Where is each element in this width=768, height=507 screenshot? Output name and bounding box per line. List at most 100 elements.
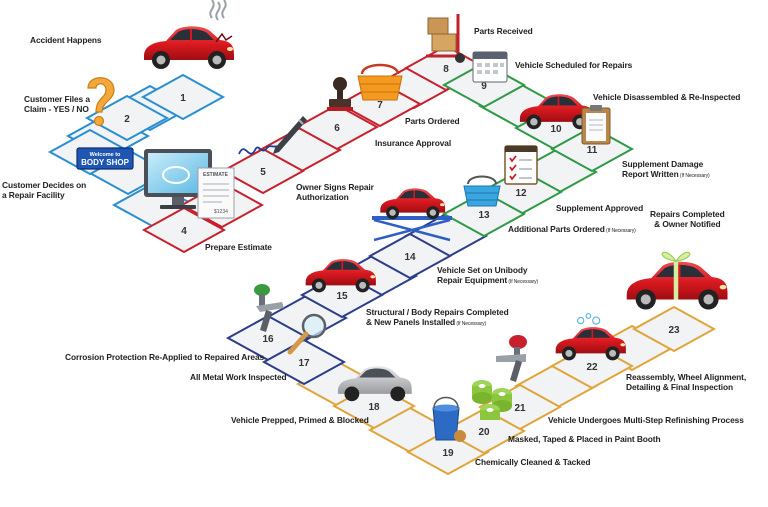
step-label-text: Customer Files a Claim - YES / NO (24, 94, 90, 114)
step-label-12: Supplement Approved (556, 203, 644, 214)
step-label-text: Reassembly, Wheel Alignment, Detailing &… (626, 372, 747, 392)
step-number: 23 (668, 325, 680, 336)
step-label-text: Parts Ordered (405, 116, 460, 126)
shopping-basket-icon (463, 175, 501, 207)
step-label-11: Supplement Damage Report Written (If Nec… (622, 159, 710, 181)
step-tile-4: 4 (141, 206, 227, 254)
step-label-5: Owner Signs Repair Authorization (296, 182, 374, 202)
step-tile-2: 2 (84, 94, 170, 142)
step-tile-14: 14 (367, 232, 453, 280)
step-label-17: All Metal Work Inspected (190, 372, 287, 383)
step-label-7: Parts Ordered (405, 116, 460, 127)
step-label-10: Vehicle Disassembled & Re-Inspected (593, 92, 741, 103)
step-label-text: Parts Received (474, 26, 533, 36)
step-number: 16 (262, 334, 274, 345)
step-tile-1: 1 (140, 73, 226, 121)
step-label-text: Owner Signs Repair Authorization (296, 182, 374, 202)
step-label-22: Reassembly, Wheel Alignment, Detailing &… (626, 372, 747, 392)
step-label-text: Repairs Completed & Owner Notified (650, 209, 725, 229)
step-label-4: Prepare Estimate (205, 242, 272, 253)
step-tile-23: 23 (631, 305, 717, 353)
step-label-text: Vehicle Set on Unibody Repair Equipment (437, 265, 528, 285)
checklist-icon (504, 145, 538, 185)
step-label-note: (If Necessary) (678, 172, 710, 179)
step-number: 10 (550, 124, 562, 135)
masking-tape-icon (472, 380, 512, 420)
step-label-text: Insurance Approval (375, 138, 452, 148)
board-illustrations: Welcome to BODY SHOP ESTIMATE $1234 (76, 0, 728, 442)
estimate-title: ESTIMATE (203, 172, 229, 178)
step-number: 8 (443, 64, 449, 75)
sign-welcome-text: Welcome to (90, 152, 121, 158)
step-label-15: Structural / Body Repairs Completed & Ne… (366, 307, 509, 329)
step-label-text: Additional Parts Ordered (508, 224, 605, 234)
step-label-text: Corrosion Protection Re-Applied to Repai… (65, 352, 265, 362)
body-shop-sign-icon: Welcome to BODY SHOP (76, 147, 134, 170)
step-label-18: Vehicle Prepped, Primed & Blocked (231, 415, 369, 426)
step-number: 22 (586, 362, 598, 373)
board-path: 1234567891011121314151617181920212223 (47, 44, 717, 476)
step-label-19: Chemically Cleaned & Tacked (475, 457, 591, 468)
step-number: 17 (298, 358, 310, 369)
step-label-9: Vehicle Scheduled for Repairs (515, 60, 633, 71)
step-number: 6 (334, 123, 340, 134)
spray-gun-icon (496, 335, 527, 382)
step-label-14: Vehicle Set on Unibody Repair Equipment … (437, 265, 539, 287)
rubber-stamp-icon (327, 77, 353, 111)
step-number: 7 (377, 100, 383, 111)
step-label-text: Prepare Estimate (205, 242, 272, 252)
step-label-20: Masked, Taped & Placed in Paint Booth (508, 434, 661, 445)
step-tile-6: 6 (294, 103, 380, 151)
step-label-1: Accident Happens (30, 35, 102, 46)
paint-bucket-icon (432, 396, 466, 442)
step-number: 13 (478, 210, 490, 221)
question-mark-icon (87, 77, 115, 127)
step-number: 5 (260, 167, 266, 178)
step-number: 20 (478, 427, 490, 438)
step-tile-5: 5 (220, 147, 306, 195)
step-number: 2 (124, 114, 130, 125)
shopping-basket-icon (357, 63, 403, 101)
step-label-16: Corrosion Protection Re-Applied to Repai… (65, 352, 265, 363)
step-number: 11 (587, 145, 598, 156)
calendar-icon (472, 51, 508, 83)
step-label-text: Vehicle Disassembled & Re-Inspected (593, 92, 741, 102)
step-label-note: (If Necessary) (604, 228, 636, 234)
step-number: 9 (481, 81, 487, 92)
step-label-text: Vehicle Prepped, Primed & Blocked (231, 415, 369, 425)
step-label-note: (If Necessary) (455, 320, 487, 327)
magnifier-icon (287, 313, 327, 355)
gift-bow-car-icon (626, 251, 728, 310)
step-label-text: Supplement Approved (556, 203, 644, 213)
step-label-23: Repairs Completed & Owner Notified (650, 209, 725, 229)
step-label-text: Vehicle Scheduled for Repairs (515, 60, 633, 70)
step-label-note: (If Necessary) (507, 278, 539, 285)
step-label-6: Insurance Approval (375, 138, 452, 149)
step-label-8: Parts Received (474, 26, 533, 37)
step-label-21: Vehicle Undergoes Multi-Step Refinishing… (548, 415, 744, 426)
car-lift-icon (372, 188, 452, 242)
step-number: 12 (515, 188, 527, 199)
step-label-text: Chemically Cleaned & Tacked (475, 457, 591, 467)
step-tile-11: 11 (549, 125, 635, 173)
step-label-13: Additional Parts Ordered (If Necessary) (508, 224, 636, 237)
step-label-text: All Metal Work Inspected (190, 372, 287, 382)
step-number: 18 (368, 402, 380, 413)
hand-truck-boxes-icon (426, 14, 465, 63)
step-label-2: Customer Files a Claim - YES / NO (24, 94, 90, 114)
pen-signature-icon (238, 116, 307, 155)
step-label-text: Vehicle Undergoes Multi-Step Refinishing… (548, 415, 744, 425)
step-label-text: Masked, Taped & Placed in Paint Booth (508, 434, 661, 444)
silver-car-icon (337, 366, 412, 402)
estimate-document-icon: ESTIMATE $1234 (197, 167, 235, 219)
step-number: 1 (180, 93, 186, 104)
step-label-text: Supplement Damage Report Written (622, 159, 704, 179)
step-label-3: Customer Decides on a Repair Facility (2, 180, 86, 200)
step-number: 19 (442, 448, 454, 459)
estimate-total: $1234 (214, 209, 228, 215)
step-number: 14 (404, 252, 416, 263)
clean-car-icon (555, 312, 626, 361)
clipboard-icon (581, 105, 611, 145)
